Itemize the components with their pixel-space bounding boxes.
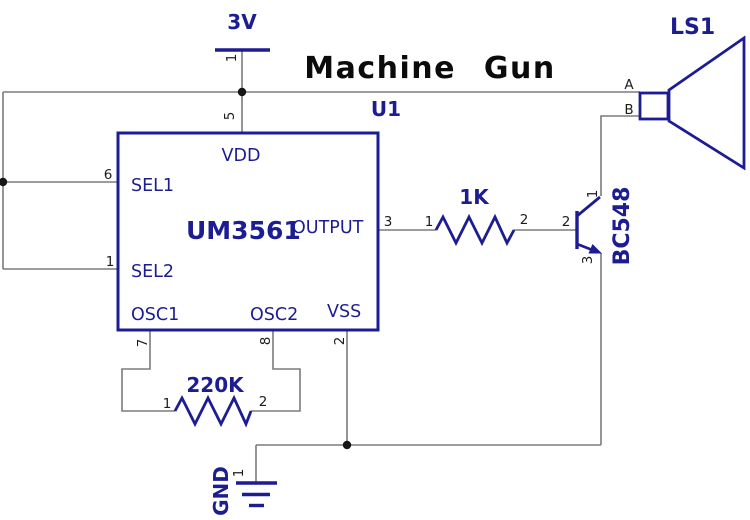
junction-dot-vdd xyxy=(237,87,247,97)
resistor-220k-pin2: 2 xyxy=(259,394,268,410)
power-pin-number: 1 xyxy=(224,54,240,63)
ic-outline xyxy=(116,131,380,332)
transistor-collector-line xyxy=(576,195,601,218)
transistor-pin-base: 2 xyxy=(562,214,571,230)
transistor-pin-collector: 1 xyxy=(585,190,601,199)
transistor-emitter-arrow xyxy=(588,244,602,254)
transistor-part-number: BC548 xyxy=(610,187,635,266)
ic-pin-name-vdd: VDD xyxy=(222,146,261,166)
ic-pin-number-sel2: 1 xyxy=(106,254,115,270)
ic-pin-number-osc2: 8 xyxy=(258,337,274,346)
power-net-label: 3V xyxy=(227,10,257,34)
ic-pin-number-vdd: 5 xyxy=(222,112,238,121)
schematic-title: Machine Gun xyxy=(304,51,556,86)
ic-pin-name-sel1: SEL1 xyxy=(131,176,174,196)
ic-pin-name-osc2: OSC2 xyxy=(250,305,298,325)
ic-pin-name-sel2: SEL2 xyxy=(131,262,174,282)
wire-osc1-route xyxy=(121,330,175,412)
ic-part-number: UM3561 xyxy=(186,216,301,245)
wire-osc2-route xyxy=(251,330,301,412)
junction-dot-sel1 xyxy=(0,177,8,187)
junction-dot-vss-ground xyxy=(342,440,352,450)
speaker-pin-b: B xyxy=(624,102,633,118)
ground-pin-number: 1 xyxy=(231,469,247,478)
ic-pin-name-output: OUTPUT xyxy=(292,218,364,238)
speaker-reference: LS1 xyxy=(670,15,715,40)
ic-pin-number-output: 3 xyxy=(384,214,393,230)
ic-pin-number-osc1: 7 xyxy=(135,339,151,348)
speaker-cone xyxy=(667,35,746,171)
wire-collector-to-speaker xyxy=(600,115,640,196)
ic-pin-number-sel1: 6 xyxy=(104,167,113,183)
ic-pin-number-vss: 2 xyxy=(332,337,348,346)
resistor-220k-symbol xyxy=(173,394,253,428)
ic-reference: U1 xyxy=(371,97,401,121)
resistor-1k-pin1: 1 xyxy=(425,214,434,230)
resistor-220k-pin1: 1 xyxy=(163,396,172,412)
ic-pin-name-osc1: OSC1 xyxy=(131,305,179,325)
ground-net-label: GND xyxy=(209,466,233,516)
ic-pin-name-vss: VSS xyxy=(327,302,361,322)
transistor-pin-emitter: 3 xyxy=(580,256,596,265)
resistor-1k-pin2: 2 xyxy=(520,212,529,228)
resistor-1k-symbol xyxy=(434,213,516,247)
speaker-body xyxy=(638,91,670,121)
resistor-1k-value: 1K xyxy=(459,185,490,209)
speaker-pin-a: A xyxy=(624,77,634,93)
resistor-220k-value: 220K xyxy=(186,373,245,397)
